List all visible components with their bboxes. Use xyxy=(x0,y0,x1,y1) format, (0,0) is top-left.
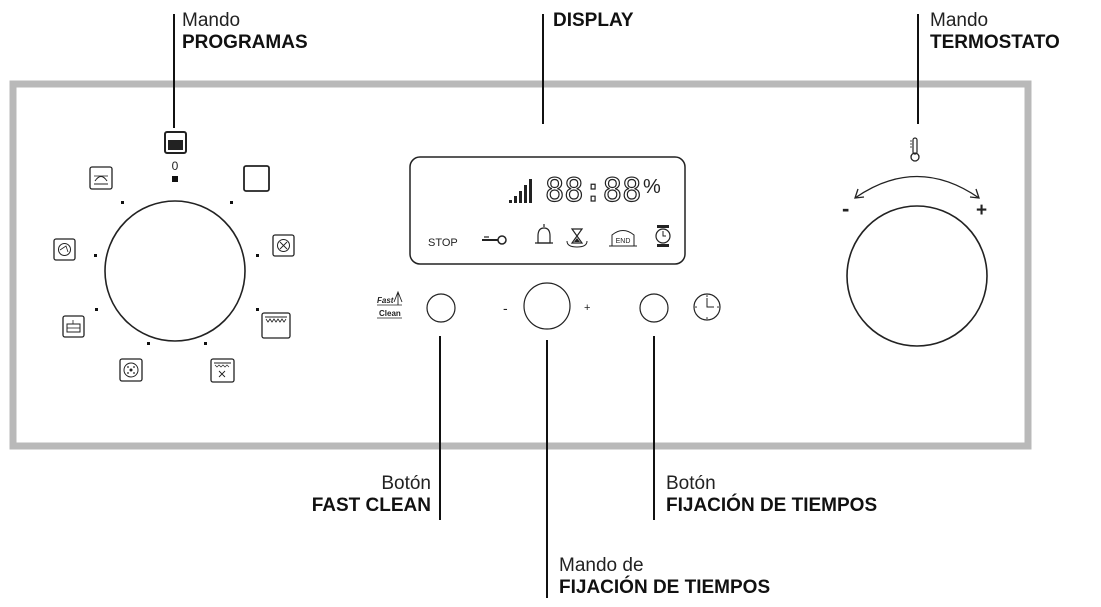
clock-display-icon xyxy=(655,225,671,247)
label-programas-line2: PROGRAMAS xyxy=(182,32,308,53)
label-fijacion-boton: Botón FIJACIÓN DE TIEMPOS xyxy=(666,473,877,517)
display-percent: % xyxy=(643,176,661,198)
display-stop: STOP xyxy=(428,237,458,249)
timer-setting-button[interactable] xyxy=(639,293,669,323)
pizza-icon xyxy=(53,238,76,261)
timer-knob-minus: - xyxy=(503,300,508,316)
label-fijacion-boton-line2: FIJACIÓN DE TIEMPOS xyxy=(666,495,878,516)
label-programas: Mando PROGRAMAS xyxy=(182,10,308,54)
svg-text:Clean: Clean xyxy=(379,309,401,318)
label-programas-line1: Mando xyxy=(182,10,241,31)
svg-text:Fast: Fast xyxy=(377,296,394,305)
timer-knob-plus: + xyxy=(584,302,590,314)
fan-circle-icon xyxy=(119,358,143,382)
label-termostato-line1: Mando xyxy=(930,10,989,31)
label-fijacion-mando-line2: FIJACIÓN DE TIEMPOS xyxy=(559,577,771,598)
fan-top-heat-icon xyxy=(210,358,235,383)
lamp-icon xyxy=(243,165,270,192)
display-time: 88:88 xyxy=(545,171,641,209)
label-fast-clean-line2: FAST CLEAN xyxy=(311,495,431,516)
label-display-line1: DISPLAY xyxy=(553,10,634,31)
lcd-display xyxy=(409,156,686,265)
label-display: DISPLAY xyxy=(553,10,634,32)
bell-icon xyxy=(535,224,553,244)
thermostat-plus: + xyxy=(976,200,987,221)
fast-clean-button[interactable] xyxy=(426,293,456,323)
thermostat-minus: - xyxy=(842,196,849,221)
thermometer-icon xyxy=(910,137,920,162)
label-fijacion-mando: Mando de FIJACIÓN DE TIEMPOS xyxy=(559,555,770,599)
label-fijacion-mando-line1: Mando de xyxy=(559,555,644,576)
top-heat-icon xyxy=(261,312,291,339)
grill-top-icon xyxy=(89,166,113,190)
hourglass-icon xyxy=(566,228,588,248)
label-fast-clean-line1: Botón xyxy=(381,473,431,494)
label-termostato: Mando TERMOSTATO xyxy=(930,10,1060,54)
clock-icon xyxy=(693,293,721,321)
label-termostato-line2: TERMOSTATO xyxy=(930,32,1060,53)
thermostat-knob[interactable] xyxy=(846,205,988,347)
end-cooking-icon: END xyxy=(609,230,637,247)
cake-icon xyxy=(62,315,85,338)
label-fast-clean: Botón FAST CLEAN xyxy=(312,473,431,517)
control-panel-frame xyxy=(9,80,1032,450)
program-zero-label: 0 xyxy=(172,159,179,173)
fast-clean-icon: Fast Clean xyxy=(377,290,403,319)
label-fijacion-boton-line1: Botón xyxy=(666,473,716,494)
timer-setting-knob[interactable] xyxy=(523,282,571,330)
key-lock-icon xyxy=(482,235,507,245)
program-knob[interactable] xyxy=(104,200,246,342)
svg-text:END: END xyxy=(616,238,631,245)
thermostat-range-arc xyxy=(854,175,980,199)
fan-defrost-icon xyxy=(272,234,295,257)
signal-level-icon xyxy=(509,179,532,203)
